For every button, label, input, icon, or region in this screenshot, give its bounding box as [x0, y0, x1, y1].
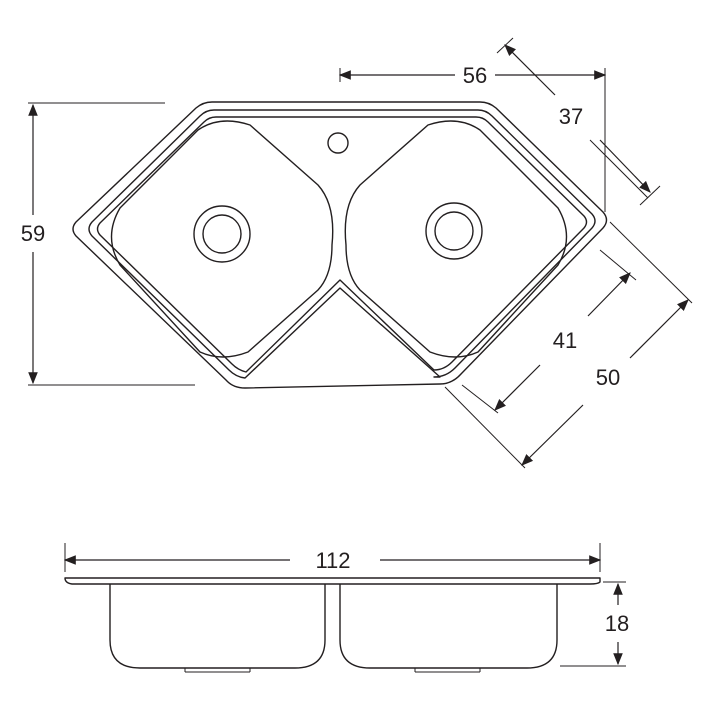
tap-hole: [327, 132, 349, 154]
left-drain-outer: [193, 205, 251, 263]
dimension-label-18: 18: [605, 611, 629, 636]
dimension-label-112: 112: [315, 548, 350, 573]
sink-outer-outline: [72, 101, 608, 389]
right-drain-outer: [425, 202, 483, 260]
dimension-label-41: 41: [553, 328, 577, 353]
side-view: 112 18: [63, 543, 629, 673]
dim-line-37: [504, 44, 556, 96]
dimension-label-59: 59: [21, 221, 45, 246]
side-left-bowl: [109, 584, 326, 669]
sink-rim-2: [96, 116, 588, 373]
right-bowl: [344, 120, 568, 358]
top-view: 56 59 37 41 50: [21, 37, 693, 469]
left-drain-inner: [202, 214, 242, 254]
dimension-label-37: 37: [559, 104, 583, 129]
side-right-bowl: [339, 584, 558, 669]
dim-line-50: [629, 299, 689, 359]
right-drain-inner: [434, 211, 474, 251]
dimension-label-56: 56: [463, 63, 487, 88]
left-bowl: [110, 120, 334, 358]
side-rim: [64, 577, 601, 585]
dimension-label-50: 50: [596, 365, 620, 390]
sink-rim-1: [88, 109, 596, 379]
dim-line-41: [587, 272, 631, 317]
